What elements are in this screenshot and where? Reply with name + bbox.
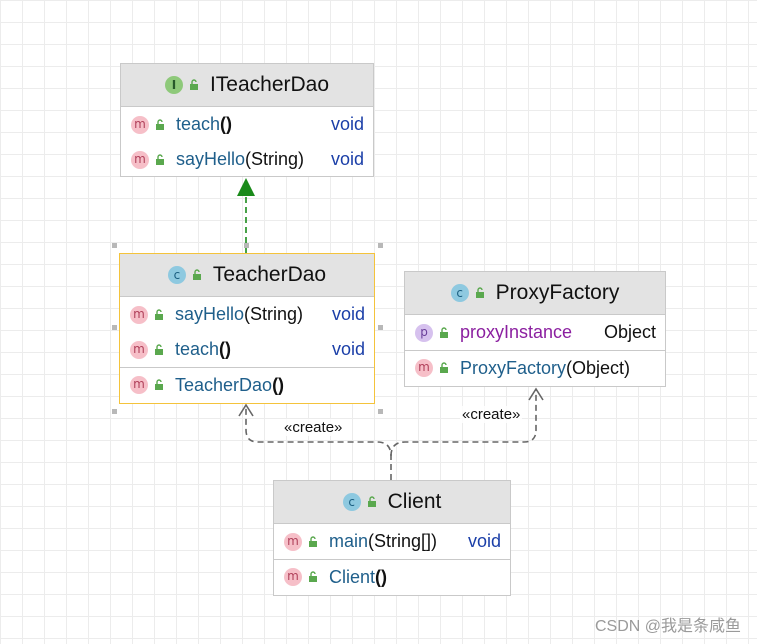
public-lock-icon (440, 362, 448, 373)
class-icon: c (167, 266, 186, 284)
create-edge-teacherdao-arrow (238, 403, 254, 417)
constructor-row[interactable]: m Client() (274, 559, 510, 594)
method-params: () (220, 114, 233, 134)
public-lock-icon (156, 153, 164, 165)
public-lock-icon (156, 118, 164, 130)
public-lock-icon (309, 571, 317, 582)
return-type: void (330, 114, 364, 134)
method-params: () (219, 339, 232, 359)
field-name: proxyInstance (460, 322, 573, 342)
watermark: CSDN @我是条咸鱼 (594, 618, 741, 635)
node-header: c ProxyFactory (405, 272, 665, 315)
constructor-name: TeacherDao (175, 374, 273, 395)
method-name: teach (176, 114, 221, 134)
field-type: Object (603, 322, 656, 342)
create-label-teacherdao: «create» (282, 419, 345, 436)
property-icon: p (415, 323, 433, 342)
public-lock-icon (192, 269, 201, 280)
resize-handle[interactable] (378, 243, 383, 248)
node-header: c TeacherDao (120, 254, 374, 297)
resize-handle[interactable] (112, 243, 117, 248)
constructor-params: (Object) (566, 357, 631, 378)
node-title: ITeacherDao (209, 73, 330, 96)
public-lock-icon (155, 308, 163, 320)
public-lock-icon (475, 287, 484, 298)
constructor-row[interactable]: m ProxyFactory(Object) (405, 350, 665, 385)
node-header: I ITeacherDao (121, 64, 373, 107)
implements-arrowhead (237, 178, 255, 196)
static-method-icon: m (284, 532, 302, 551)
class-icon: c (450, 284, 469, 302)
constructor-name: ProxyFactory (460, 357, 567, 378)
return-type: void (467, 531, 501, 551)
node-title: TeacherDao (212, 263, 327, 286)
node-teacherdao[interactable]: c TeacherDao m sayHello(String) void m t… (119, 253, 375, 404)
method-name: teach (175, 339, 220, 359)
return-type: void (330, 149, 364, 169)
abstract-method-icon: m (131, 115, 149, 134)
method-name: sayHello (175, 304, 245, 324)
constructor-params: () (375, 566, 388, 587)
node-title: Client (387, 490, 442, 513)
method-row[interactable]: m teach() void (120, 332, 374, 367)
node-client[interactable]: c Client m main(String[]) void m Client(… (273, 480, 511, 596)
node-title: ProxyFactory (495, 281, 620, 304)
resize-handle[interactable] (378, 409, 383, 414)
node-iteacherdao[interactable]: I ITeacherDao m teach() void m sayHello(… (120, 63, 374, 177)
public-lock-icon (155, 379, 163, 390)
resize-handle[interactable] (112, 409, 117, 414)
method-row[interactable]: m sayHello(String) void (120, 297, 374, 332)
constructor-row[interactable]: m TeacherDao() (120, 367, 374, 402)
method-name: sayHello (176, 149, 246, 169)
constructor-icon: m (415, 359, 433, 377)
create-edge-proxyfactory-arrow (528, 387, 544, 401)
create-edge-proxyfactory (390, 390, 537, 457)
public-lock-icon (155, 343, 163, 355)
runnable-class-icon: c (342, 493, 361, 511)
public-lock-icon (367, 496, 376, 507)
resize-handle[interactable] (244, 243, 249, 248)
method-params: (String[]) (368, 531, 438, 551)
public-lock-icon (189, 79, 198, 90)
method-row[interactable]: m teach() void (121, 107, 373, 142)
interface-icon: I (164, 76, 183, 94)
create-label-proxyfactory: «create» (460, 406, 523, 423)
abstract-method-icon: m (131, 150, 149, 169)
method-name: main (329, 531, 369, 551)
create-edge-teacherdao (245, 406, 392, 480)
method-row[interactable]: m sayHello(String) void (121, 142, 373, 177)
public-lock-icon (309, 535, 317, 547)
private-lock-icon (440, 326, 448, 338)
return-type: void (331, 304, 365, 324)
node-header: c Client (274, 481, 510, 524)
constructor-params: () (272, 374, 285, 395)
method-icon: m (130, 340, 148, 359)
method-row[interactable]: m main(String[]) void (274, 524, 510, 559)
field-row[interactable]: p proxyInstance Object (405, 315, 665, 350)
resize-handle[interactable] (112, 325, 117, 330)
constructor-icon: m (284, 568, 302, 586)
constructor-name: Client (329, 566, 376, 587)
resize-handle[interactable] (378, 325, 383, 330)
method-params: (String) (245, 149, 305, 169)
constructor-icon: m (130, 376, 148, 394)
method-params: (String) (244, 304, 304, 324)
node-proxyfactory[interactable]: c ProxyFactory p proxyInstance Object m … (404, 271, 666, 387)
method-icon: m (130, 305, 148, 324)
return-type: void (331, 339, 365, 359)
